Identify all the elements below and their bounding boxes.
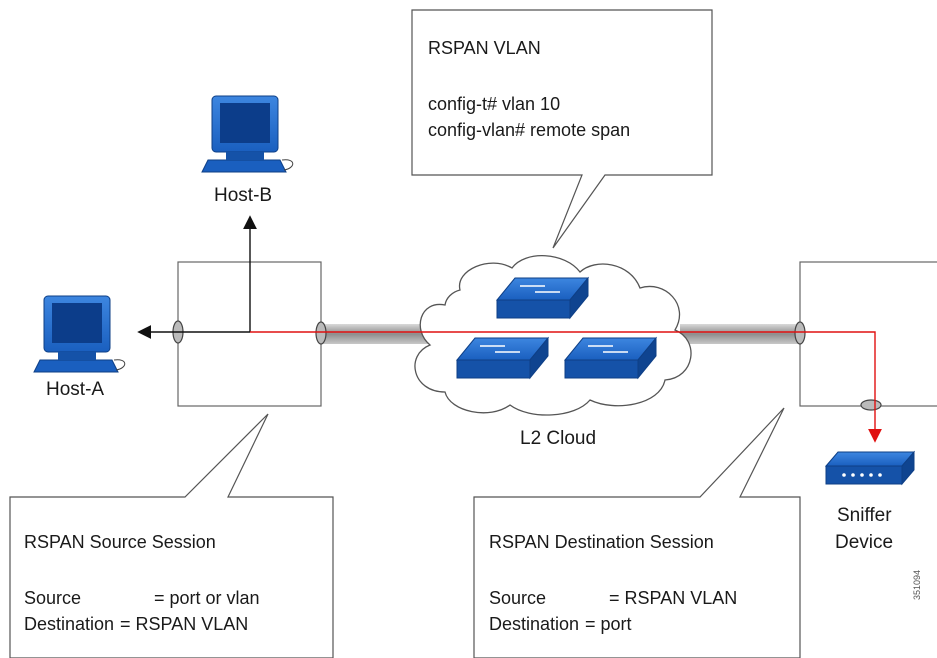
destination-row1-key: Source <box>489 588 547 608</box>
cloud-switch-left <box>455 336 550 380</box>
cloud-label: L2 Cloud <box>520 428 597 449</box>
source-row2-value: = RSPAN VLAN <box>120 614 249 634</box>
sniffer-device-icon <box>824 450 916 486</box>
destination-session-row2: Destination = port <box>489 612 632 636</box>
rspan-vlan-cmd-1: config-t# vlan 10 <box>428 94 561 114</box>
host-b-label: Host-B <box>214 185 273 206</box>
rspan-vlan-cmd-2: config-vlan# remote span <box>428 120 631 140</box>
source-session-row1: Source = port or vlan <box>24 586 260 610</box>
host-a-icon <box>33 295 126 373</box>
source-session-callout <box>9 413 334 658</box>
host-a-label: Host-A <box>46 379 105 400</box>
source-row2-key: Destination <box>24 614 115 634</box>
sniffer-label-line2: Device <box>835 532 894 553</box>
source-row1-value: = port or vlan <box>154 588 260 608</box>
cloud-switch-top <box>495 276 590 320</box>
host-b-icon <box>201 95 294 173</box>
source-session-title: RSPAN Source Session <box>24 532 216 552</box>
mirror-path <box>250 331 882 443</box>
figure-id: 351094 <box>912 569 922 600</box>
destination-session-row1: Source = RSPAN VLAN <box>489 586 737 610</box>
destination-row1-value: = RSPAN VLAN <box>609 588 738 608</box>
rspan-vlan-callout <box>411 9 713 249</box>
destination-session-title: RSPAN Destination Session <box>489 532 714 552</box>
cloud-switch-right <box>563 336 658 380</box>
port-sniffer <box>860 399 882 411</box>
destination-switch <box>799 261 937 407</box>
destination-session-callout <box>473 407 801 658</box>
destination-row2-value: = port <box>585 614 632 634</box>
sniffer-label-line1: Sniffer <box>837 505 892 526</box>
trunk-right <box>680 324 800 344</box>
source-row1-key: Source <box>24 588 82 608</box>
trunk-left <box>320 324 432 344</box>
port-trunk-right <box>794 321 806 345</box>
port-trunk-left <box>315 321 327 345</box>
destination-row2-key: Destination <box>489 614 580 634</box>
rspan-vlan-title: RSPAN VLAN <box>428 38 541 58</box>
source-session-row2: Destination = RSPAN VLAN <box>24 612 248 636</box>
